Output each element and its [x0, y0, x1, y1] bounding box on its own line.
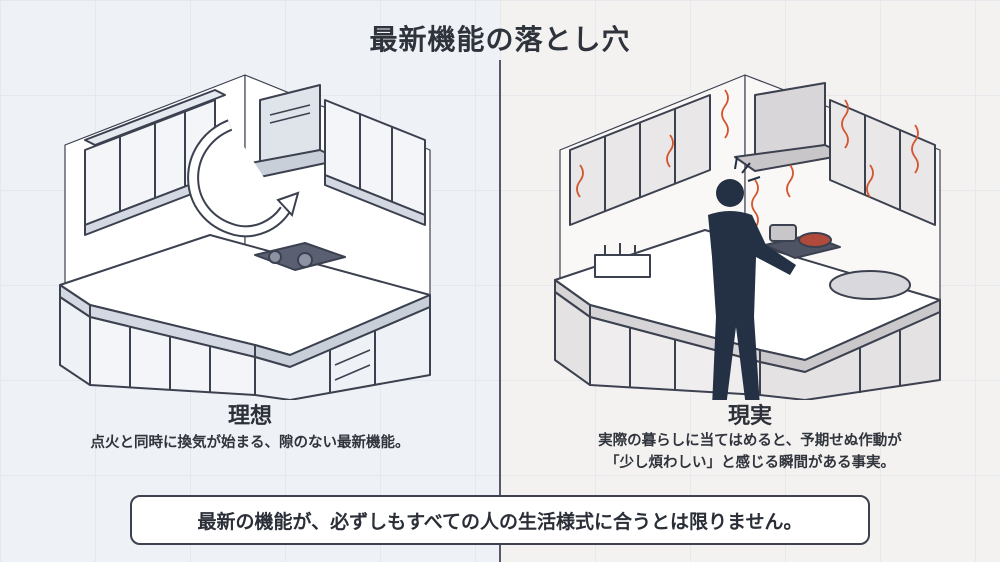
reality-description-line1: 実際の暮らしに当てはめると、予期せぬ作動が — [598, 433, 902, 449]
ideal-kitchen-illustration — [59, 74, 431, 400]
person-silhouette — [708, 179, 796, 400]
dish-rack-icon — [594, 254, 651, 278]
frustration-marks — [734, 156, 761, 182]
auto-link-arrow-icon — [187, 119, 300, 238]
conclusion-caption: 最新の機能が、必ずしもすべての人の生活様式に合うとは限りません。 — [130, 495, 870, 545]
conclusion-text: 最新の機能が、必ずしもすべての人の生活様式に合うとは限りません。 — [197, 510, 803, 533]
reality-description-line2: 「少し煩わしい」と感じる瞬間がある事実。 — [605, 455, 895, 471]
ideal-heading: 理想 — [227, 404, 272, 429]
page-title: 最新機能の落とし穴 — [369, 23, 631, 56]
sink — [829, 270, 911, 300]
reality-heading: 現実 — [727, 404, 772, 429]
ideal-description: 点火と同時に換気が始まる、隙のない最新機能。 — [90, 435, 410, 451]
lower-cabinet-right — [254, 306, 431, 400]
center-divider — [499, 60, 501, 562]
reality-kitchen-illustration — [554, 74, 941, 400]
irritation-lines — [576, 89, 919, 229]
pot-icon — [769, 224, 797, 242]
pan-icon — [798, 232, 832, 248]
